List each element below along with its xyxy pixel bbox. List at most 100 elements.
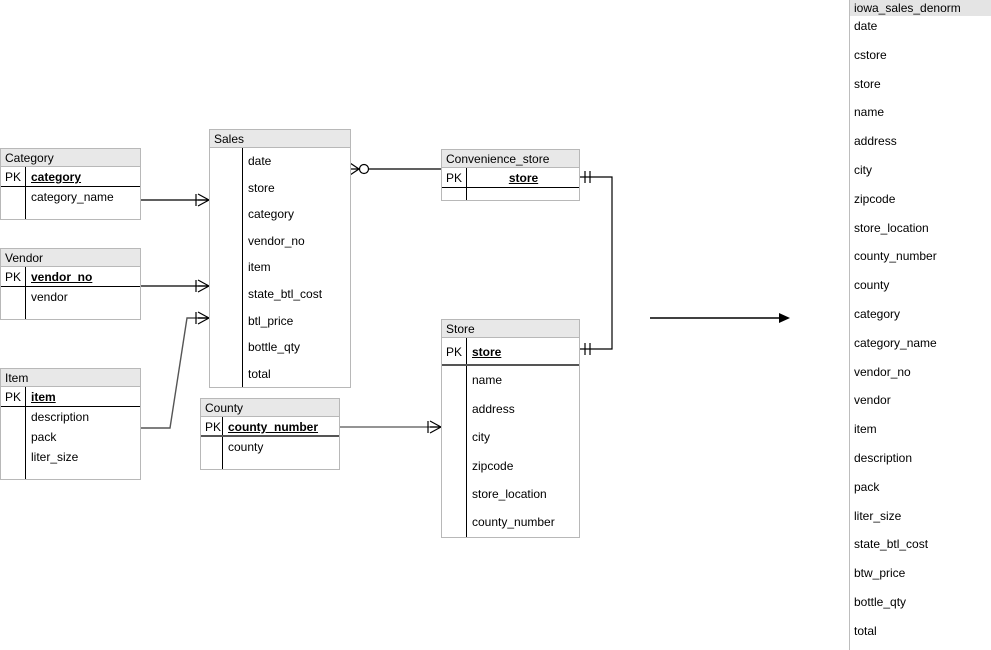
denorm-column-item[interactable]: county_number <box>854 249 937 264</box>
attribute-name: total <box>248 366 271 381</box>
connector-county-store <box>340 420 442 434</box>
attribute-name: description <box>31 410 90 424</box>
connector-category-sales <box>141 193 210 207</box>
denorm-column-list: date cstore store name address city zipcode sto… <box>850 16 991 650</box>
denorm-column-item[interactable]: total <box>854 623 877 638</box>
pk-gutter-divider <box>25 167 26 219</box>
attribute-name: city <box>472 430 490 445</box>
entity-row[interactable]: btl_price <box>210 308 350 335</box>
attribute-name: category <box>31 170 82 184</box>
entity-row[interactable]: bottle_qty <box>210 334 350 361</box>
attribute-name: item <box>31 390 56 404</box>
entity-row[interactable]: vendor <box>1 287 140 307</box>
entity-row[interactable]: PK vendor_no <box>1 267 140 287</box>
entity-row[interactable]: vendor_no <box>210 228 350 255</box>
denorm-column-item[interactable]: vendor <box>854 393 891 408</box>
pk-marker: PK <box>205 420 222 434</box>
denorm-column-item[interactable]: name <box>854 105 885 120</box>
denorm-column-item[interactable]: category_name <box>854 335 937 350</box>
denorm-column-item[interactable]: cstore <box>854 47 887 62</box>
denorm-column-item[interactable]: store_location <box>854 220 929 235</box>
denorm-column-item[interactable]: pack <box>854 479 880 494</box>
denorm-column-item[interactable]: item <box>854 422 877 437</box>
attribute-name: vendor <box>31 290 68 304</box>
denorm-column-item[interactable]: store <box>854 76 881 91</box>
denorm-column-item[interactable]: category <box>854 306 901 321</box>
attribute-name: item <box>248 260 271 275</box>
entity-body-category: PK category category_name <box>1 167 140 219</box>
attribute-name: state_btl_cost <box>248 286 323 301</box>
pk-marker: PK <box>5 270 22 284</box>
entity-row[interactable]: store_location <box>442 480 579 508</box>
denorm-column-item[interactable]: date <box>854 19 878 33</box>
attribute-name: zipcode <box>472 458 514 473</box>
denorm-column-item[interactable]: county <box>854 278 890 293</box>
denorm-column-item[interactable]: address <box>854 134 897 149</box>
connector-sales-conveniencestore <box>349 162 441 176</box>
denorm-column-item[interactable]: btw_price <box>854 566 906 581</box>
attribute-name: store <box>508 171 539 185</box>
denorm-column-item[interactable]: vendor_no <box>854 364 911 379</box>
entity-row[interactable]: name <box>442 366 579 394</box>
pk-gutter-divider <box>25 267 26 319</box>
entity-row[interactable]: county_number <box>442 508 579 536</box>
entity-title-sales: Sales <box>210 130 350 148</box>
entity-filler-row <box>442 188 579 200</box>
denorm-column-item[interactable]: bottle_qty <box>854 594 907 609</box>
pk-gutter-divider <box>466 338 467 537</box>
entity-row[interactable]: description <box>1 407 140 427</box>
pk-marker: PK <box>5 170 22 184</box>
pk-gutter-divider <box>242 148 243 388</box>
denorm-table-title: iowa_sales_denorm <box>850 0 991 16</box>
attribute-name: name <box>472 373 503 388</box>
entity-row[interactable]: address <box>442 395 579 423</box>
entity-title-item: Item <box>1 369 140 387</box>
entity-row[interactable]: PK store <box>442 168 579 188</box>
attribute-name: county <box>228 440 264 454</box>
denorm-column-item[interactable]: zipcode <box>854 191 896 206</box>
entity-row[interactable]: item <box>210 254 350 281</box>
entity-row[interactable]: total <box>210 361 350 388</box>
attribute-name: category_name <box>31 190 114 204</box>
denorm-column-item[interactable]: city <box>854 162 872 177</box>
entity-row[interactable]: category_name <box>1 187 140 207</box>
denorm-column-item[interactable]: state_btl_cost <box>854 537 929 552</box>
connector-item-sales <box>141 311 210 429</box>
entity-title-convenience_store: Convenience_store <box>442 150 579 168</box>
pk-gutter-divider <box>222 417 223 469</box>
denorm-column-item[interactable]: liter_size <box>854 508 902 523</box>
attribute-name: address <box>472 401 515 416</box>
connector-vendor-sales <box>141 279 210 293</box>
entity-row[interactable]: pack <box>1 427 140 447</box>
pk-marker: PK <box>446 171 463 185</box>
attribute-name: vendor_no <box>31 270 93 284</box>
entity-row[interactable]: liter_size <box>1 447 140 467</box>
entity-row[interactable]: PK county_number <box>201 417 339 437</box>
attribute-name: county_number <box>228 420 319 434</box>
pk-gutter-divider <box>25 387 26 479</box>
entity-row[interactable]: zipcode <box>442 452 579 480</box>
entity-row[interactable]: category <box>210 201 350 228</box>
entity-row[interactable]: date <box>210 148 350 175</box>
attribute-name: store <box>248 180 275 195</box>
entity-row[interactable]: PK category <box>1 167 140 187</box>
entity-row[interactable]: county <box>201 437 339 457</box>
denorm-column-item[interactable]: description <box>854 450 913 465</box>
entity-title-store: Store <box>442 320 579 338</box>
entity-row[interactable]: store <box>210 175 350 202</box>
entity-row[interactable]: city <box>442 423 579 451</box>
attribute-name: date <box>248 154 272 168</box>
entity-filler-row <box>1 467 140 479</box>
entity-row[interactable]: state_btl_cost <box>210 281 350 308</box>
attribute-name: btl_price <box>248 313 294 328</box>
